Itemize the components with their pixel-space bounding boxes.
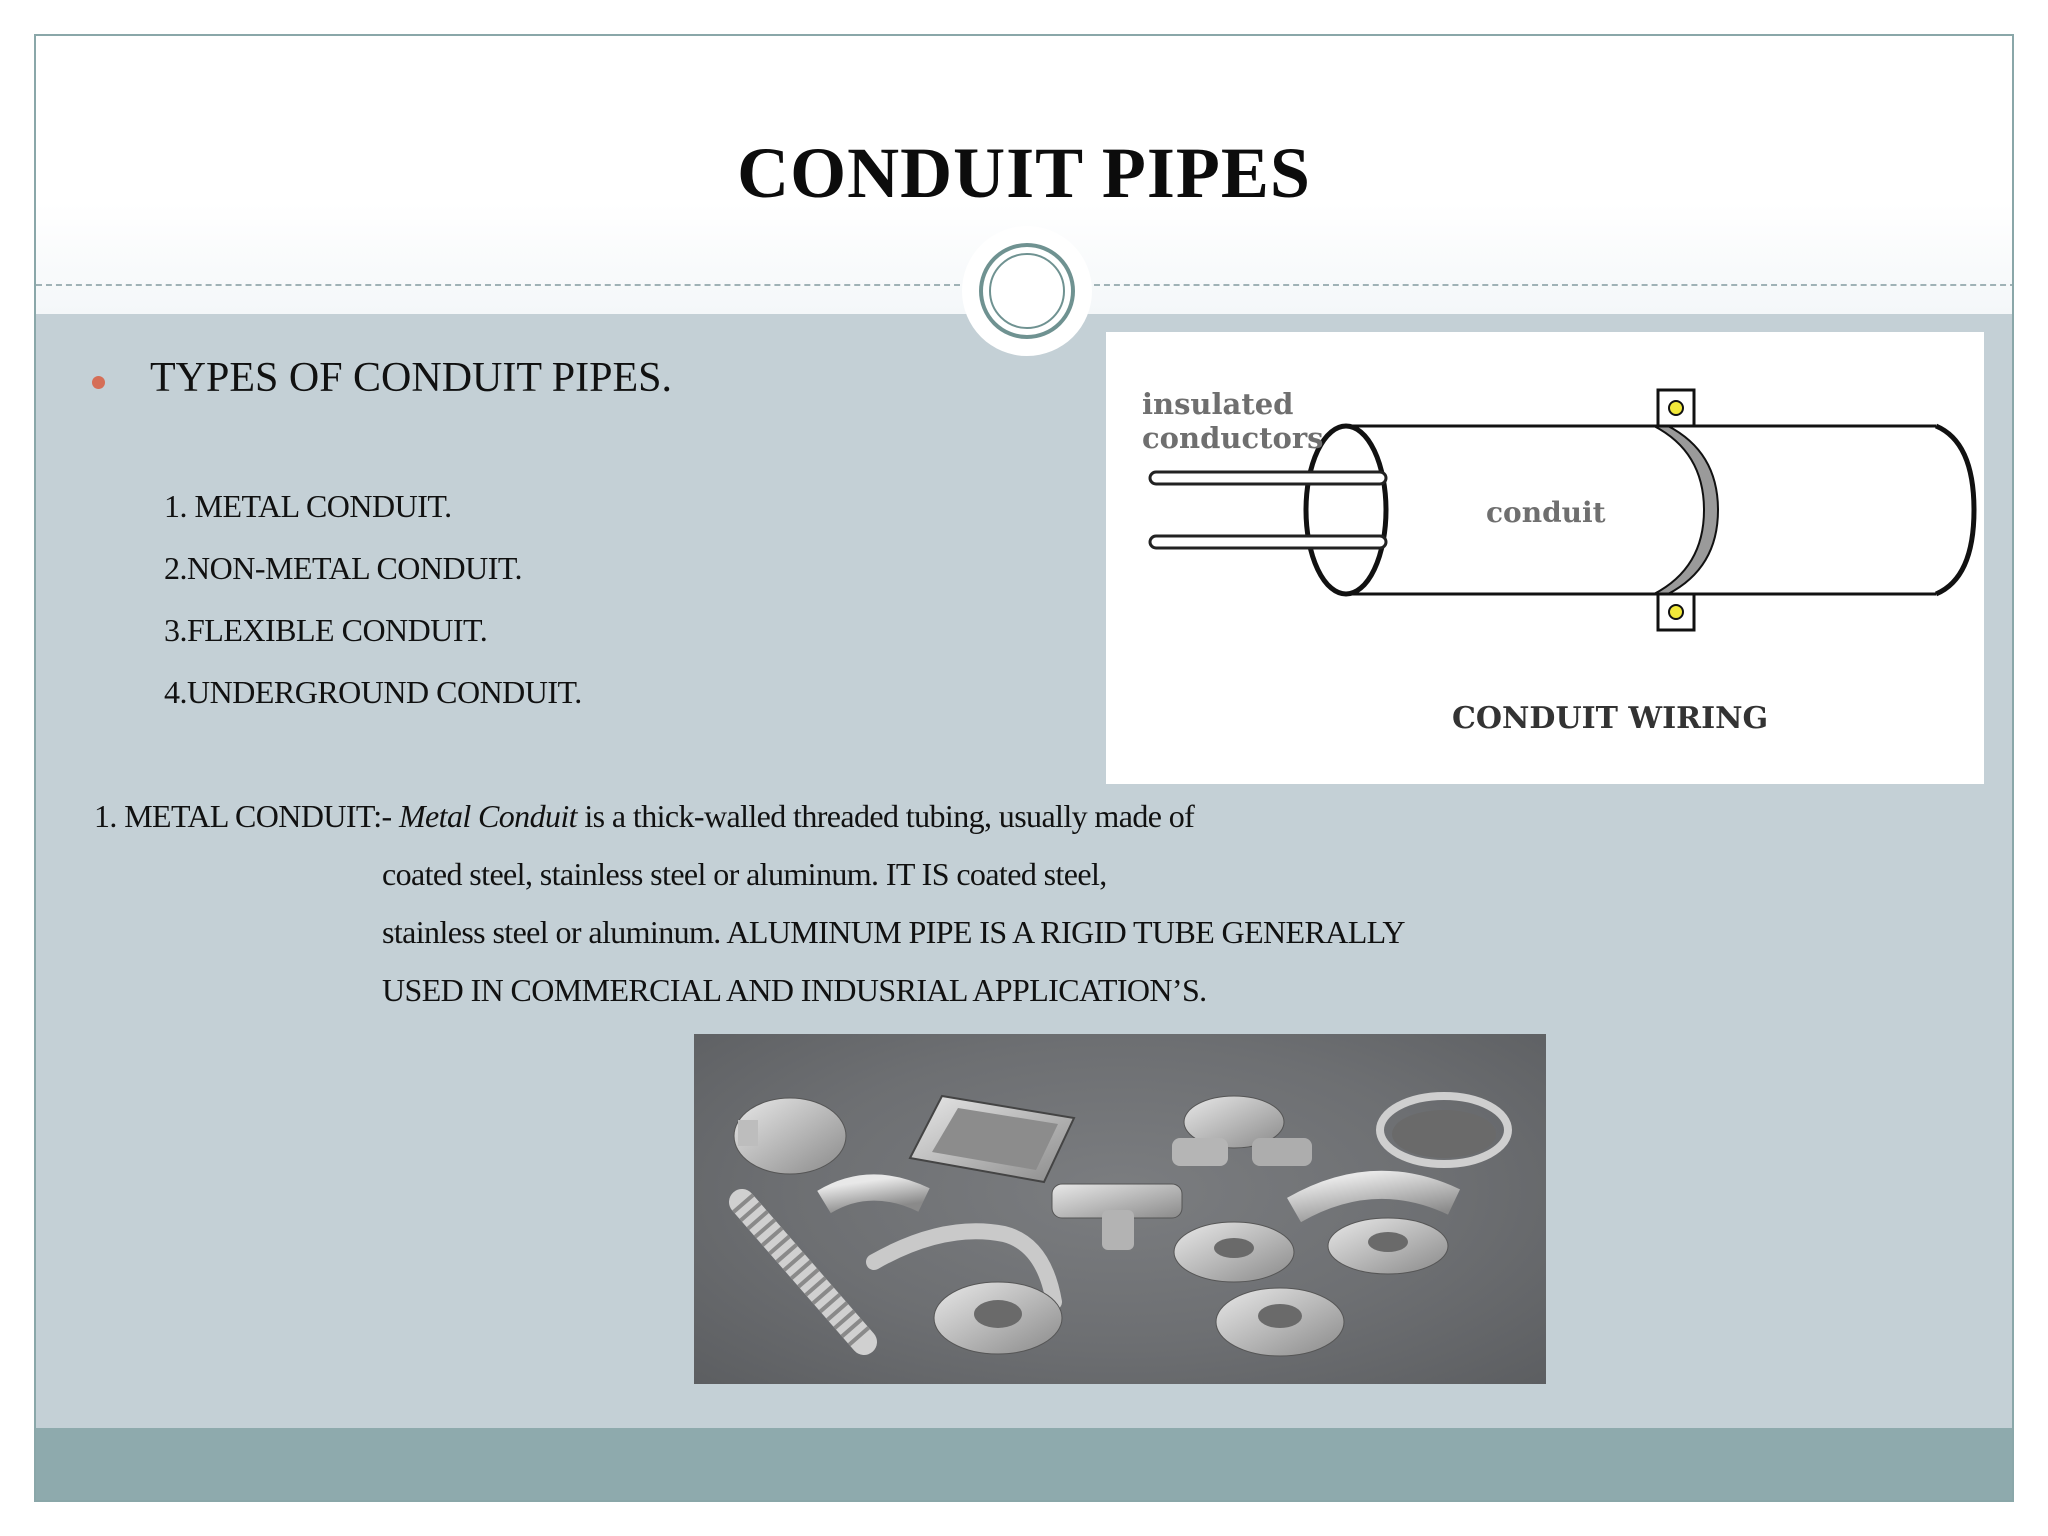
header-divider-left bbox=[36, 284, 960, 286]
diagram-caption: CONDUIT WIRING bbox=[1452, 701, 1768, 736]
list-item-non-metal-conduit: 2.NON-METAL CONDUIT. bbox=[164, 550, 523, 586]
tee-box bbox=[1183, 1095, 1285, 1149]
conductor-2 bbox=[1148, 534, 1388, 550]
metal-conduit-fittings-photo bbox=[694, 1034, 1546, 1384]
metal-conduit-term: Metal Conduit bbox=[399, 798, 578, 834]
clamp-bottom-screw bbox=[1668, 604, 1684, 620]
pipe-open-end bbox=[1303, 423, 1389, 597]
ring-box-hole bbox=[1392, 1110, 1496, 1158]
metal-conduit-line-1-rest: is a thick-walled threaded tubing, usual… bbox=[576, 798, 1195, 834]
list-item-metal-conduit: 1. METAL CONDUIT. bbox=[164, 488, 452, 524]
ornament-ring bbox=[979, 243, 1075, 339]
slide-footer-band bbox=[36, 1428, 2012, 1500]
metal-conduit-line-2: coated steel, stainless steel or aluminu… bbox=[382, 856, 1107, 892]
conduit-wiring-diagram: insulated conductors conduit CONDUIT WIR… bbox=[1106, 332, 1984, 784]
conduit-diagram-svg: insulated conductors conduit CONDUIT WIR… bbox=[1142, 387, 1977, 736]
flexible-conduit bbox=[729, 1189, 877, 1355]
clamp-top-screw bbox=[1668, 400, 1684, 416]
label-conduit: conduit bbox=[1486, 496, 1606, 529]
square-box-inner bbox=[932, 1108, 1058, 1170]
metal-conduit-line-4: USED IN COMMERCIAL AND INDUSRIAL APPLICA… bbox=[382, 972, 1207, 1008]
tee-box-arm-right bbox=[1252, 1138, 1312, 1166]
ring-box bbox=[1376, 1092, 1512, 1168]
list-item-underground-conduit: 4.UNDERGROUND CONDUIT. bbox=[164, 674, 582, 710]
label-insulated: insulated bbox=[1142, 387, 1293, 421]
metal-conduit-line-1: 1. METAL CONDUIT:- Metal Conduit is a th… bbox=[94, 798, 1195, 835]
curved-fitting bbox=[1287, 1170, 1461, 1223]
pipe-clamp-band bbox=[1653, 425, 1720, 595]
list-item-flexible-conduit: 3.FLEXIBLE CONDUIT. bbox=[164, 612, 488, 648]
circle-ornament-icon bbox=[962, 226, 1092, 356]
metal-conduit-line-3: stainless steel or aluminum. ALUMINUM PI… bbox=[382, 914, 1406, 950]
conductor-1 bbox=[1148, 470, 1388, 486]
small-tee-branch bbox=[1102, 1210, 1134, 1250]
metal-conduit-label: 1. METAL CONDUIT:- bbox=[94, 798, 399, 834]
round-box-cover bbox=[733, 1097, 847, 1175]
label-conductors: conductors bbox=[1142, 421, 1323, 455]
elbow-fitting bbox=[817, 1174, 930, 1214]
fittings-photo-svg bbox=[729, 1092, 1512, 1357]
bullet-icon bbox=[92, 376, 105, 389]
bent-pipe bbox=[866, 1223, 1062, 1310]
pipe-far-end bbox=[1934, 423, 1977, 597]
tee-box-arm-left bbox=[1172, 1138, 1228, 1166]
round-box-spout bbox=[738, 1120, 758, 1146]
slide: CONDUIT PIPES TYPES OF CONDUIT PIPES. 1.… bbox=[34, 34, 2014, 1502]
header-divider-right bbox=[1094, 284, 2012, 286]
types-heading: TYPES OF CONDUIT PIPES. bbox=[150, 355, 672, 401]
slide-title: CONDUIT PIPES bbox=[737, 133, 1311, 213]
